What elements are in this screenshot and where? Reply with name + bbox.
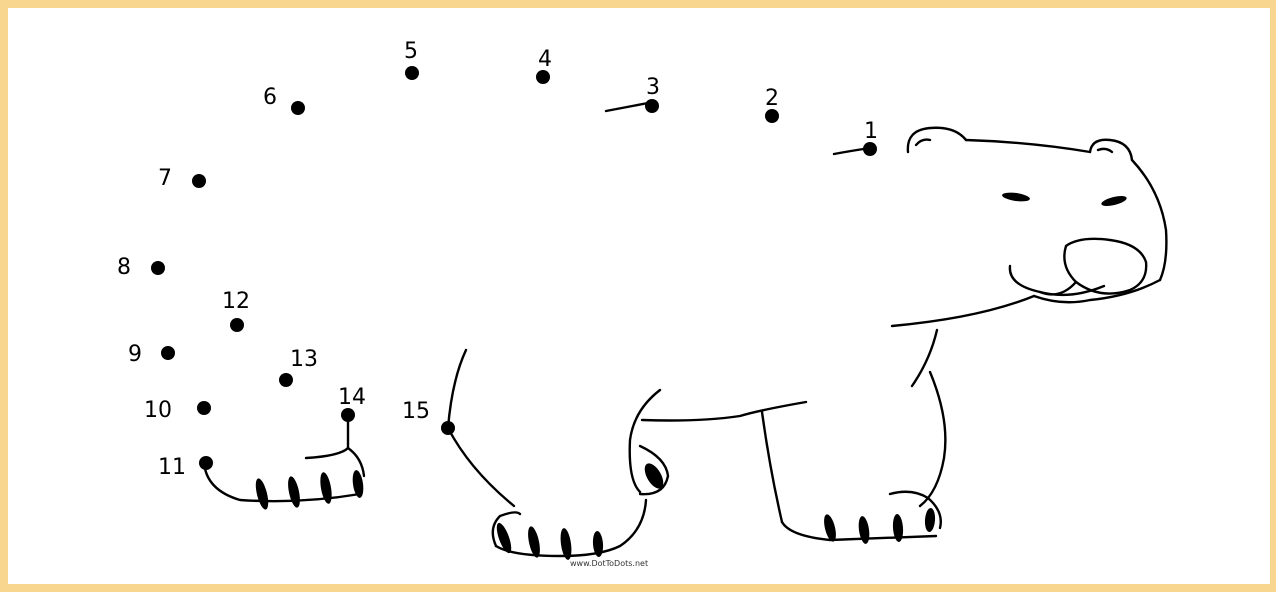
dots: 1 2 3 4 5 6 7 8 12 9 13 10 14 15 11: [117, 39, 878, 480]
svg-text:11: 11: [158, 455, 186, 480]
dot-4: 4: [536, 47, 552, 84]
dot-9: 9: [128, 342, 175, 367]
dot-2: 2: [765, 86, 779, 123]
site-credit: www.DotToDots.net: [570, 559, 648, 568]
svg-text:2: 2: [765, 86, 779, 111]
svg-text:10: 10: [144, 398, 172, 423]
svg-text:12: 12: [222, 289, 250, 314]
svg-text:4: 4: [538, 47, 552, 72]
bear-outline: [202, 101, 1168, 558]
dot-14: 14: [338, 385, 366, 422]
dot-12: 12: [222, 289, 250, 332]
dot-7: 7: [158, 166, 206, 191]
dot-1: 1: [863, 119, 878, 156]
dot-3: 3: [645, 75, 660, 113]
dot-10: 10: [144, 398, 211, 423]
svg-text:14: 14: [338, 385, 366, 410]
svg-text:8: 8: [117, 255, 131, 280]
svg-text:9: 9: [128, 342, 142, 367]
bear-claws: [255, 192, 1127, 560]
svg-text:13: 13: [290, 347, 318, 372]
svg-text:15: 15: [402, 399, 430, 424]
dot-13: 13: [279, 347, 318, 387]
dot-5: 5: [404, 39, 419, 80]
dot-to-dot-sheet: 1 2 3 4 5 6 7 8 12 9 13 10 14 15 11 www.…: [117, 39, 1168, 568]
dot-6: 6: [263, 85, 305, 115]
dot-11: 11: [158, 455, 213, 480]
svg-text:3: 3: [646, 75, 660, 100]
svg-text:7: 7: [158, 166, 172, 191]
dot-8: 8: [117, 255, 165, 280]
svg-text:5: 5: [404, 39, 418, 64]
dot-15: 15: [402, 399, 455, 435]
svg-text:1: 1: [864, 119, 878, 144]
svg-text:6: 6: [263, 85, 277, 110]
